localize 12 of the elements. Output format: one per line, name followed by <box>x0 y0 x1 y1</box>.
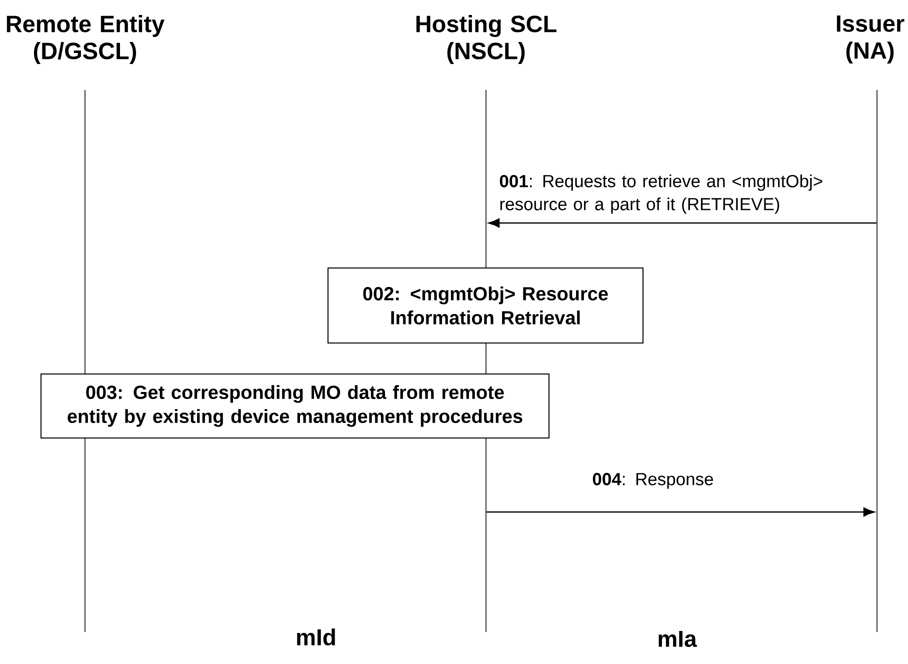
lifeline <box>84 90 86 632</box>
interface-label: mId <box>297 628 335 646</box>
participant-label: Remote Entity (D/GSCL) <box>6 15 165 64</box>
process-box: 003: Get corresponding MO data from remote entity by existing device management procedures <box>40 374 550 438</box>
process-box: 002: <mgmtObj> Resource Information Retrieval <box>328 268 644 344</box>
edge-label: 001: Requests to retrieve an <mgmtObj> resource or a part of it (RETRIEVE) <box>500 174 822 214</box>
message-arrow <box>486 507 875 517</box>
participant-label: Hosting SCL (NSCL) <box>416 15 556 64</box>
message-arrow <box>488 218 876 228</box>
edge-label: 004: Response <box>592 472 713 489</box>
participant-label: Issuer (NA) <box>836 15 904 64</box>
interface-label: mIa <box>658 630 697 647</box>
